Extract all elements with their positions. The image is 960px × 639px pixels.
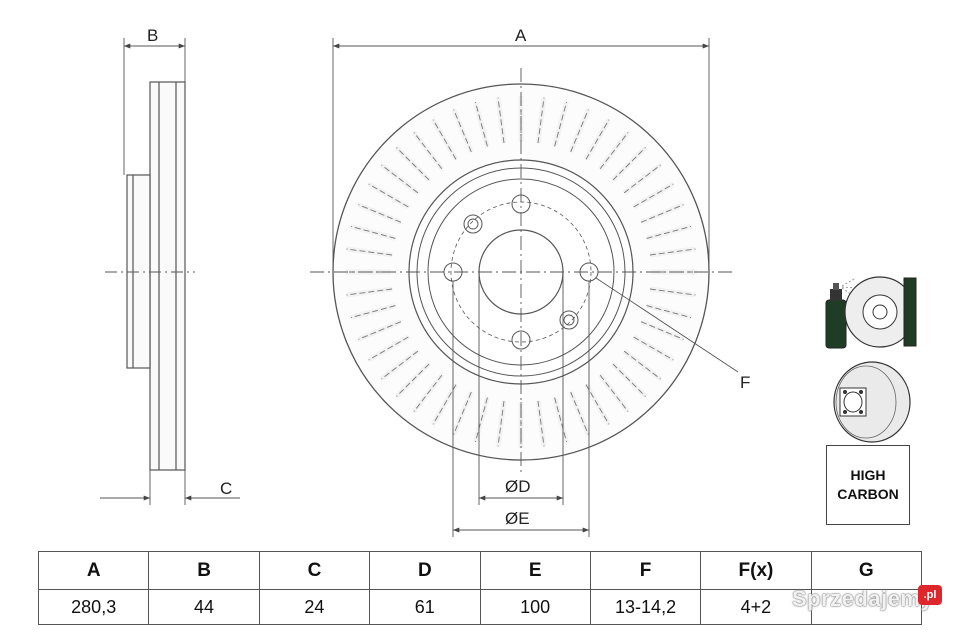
value-e: 100 — [479, 589, 591, 625]
vent-slot-outline — [381, 350, 419, 380]
vent-slot-outline — [640, 204, 684, 223]
vent-slot-outline — [350, 305, 396, 319]
value-b: 44 — [148, 589, 260, 625]
vent-slot-outline — [646, 225, 692, 239]
vent-slot-outline — [585, 119, 610, 160]
value-f: 13-14,2 — [589, 589, 702, 625]
vent-slot-outline — [497, 97, 505, 144]
vent-slot-outline — [570, 391, 589, 435]
header-e: E — [479, 551, 591, 590]
front-view — [310, 38, 739, 537]
vent-slot-outline — [432, 119, 457, 160]
vent-slot-outline — [599, 132, 629, 170]
vent-slot-outline — [640, 321, 684, 340]
dimension-label-b: B — [147, 26, 159, 45]
vent-slot-outline — [413, 132, 443, 170]
header-c: C — [258, 551, 371, 590]
vent-slot-outline — [396, 363, 430, 397]
specification-table: A B C D E F F(x) G 280,3 44 24 61 100 13… — [37, 551, 923, 625]
vent-slot-outline — [570, 109, 589, 153]
high-carbon-line1: HIGH — [850, 467, 886, 483]
vent-slot-outline — [633, 336, 674, 361]
vent-slot-outline — [623, 164, 661, 194]
vent-slot-outline — [396, 147, 430, 181]
dimension-label-c: C — [220, 479, 233, 498]
dimension-label-d: ØD — [505, 477, 531, 496]
vent-slot-outline — [474, 397, 488, 443]
table-value-row: 280,3 44 24 61 100 13-14,2 4+2 — [37, 589, 923, 625]
dimension-label-f: F — [740, 373, 751, 392]
vent-slot-outline — [381, 164, 419, 194]
vent-slot-outline — [646, 305, 692, 319]
vent-slot-outline — [554, 397, 568, 443]
table-header-row: A B C D E F F(x) G — [37, 551, 923, 590]
vent-slot-outline — [497, 400, 505, 447]
high-carbon-badge: HIGH CARBON — [826, 445, 910, 525]
vent-slot-outline — [453, 391, 472, 435]
dimension-label-e: ØE — [505, 509, 530, 528]
vent-slot-outline — [432, 384, 457, 425]
vent-slot-outline — [623, 350, 661, 380]
vent-slot-outline — [453, 109, 472, 153]
side-view — [100, 38, 240, 505]
high-carbon-line2: CARBON — [837, 486, 899, 502]
vent-slot-outline — [585, 384, 610, 425]
header-d: D — [369, 551, 481, 590]
vent-slot-outline — [612, 147, 646, 181]
brake-disc-technical-drawing — [100, 38, 917, 537]
dimension-label-a: A — [515, 26, 527, 45]
value-a: 280,3 — [37, 589, 150, 625]
vent-slot-outline — [649, 248, 696, 256]
vent-slot-outline — [413, 374, 443, 412]
vent-slot-outline — [537, 97, 545, 144]
header-b: B — [148, 551, 260, 590]
vent-slot-outline — [554, 101, 568, 147]
value-fx: 4+2 — [700, 589, 812, 625]
vent-slot-outline — [537, 400, 545, 447]
header-f: F — [589, 551, 702, 590]
header-g: G — [810, 551, 923, 590]
value-c: 24 — [258, 589, 371, 625]
value-g — [810, 589, 923, 625]
brake-disc-icon — [833, 361, 911, 443]
vent-slot-outline — [358, 204, 402, 223]
vent-slot-outline — [368, 336, 409, 361]
vent-slot-outline — [633, 183, 674, 208]
vent-slot-outline — [612, 363, 646, 397]
vent-slot-outline — [346, 248, 393, 256]
vent-slot-outline — [358, 321, 402, 340]
header-fx: F(x) — [700, 551, 812, 590]
watermark-logo: Sprzedajemy — [792, 586, 934, 611]
header-a: A — [37, 551, 150, 590]
value-d: 61 — [369, 589, 481, 625]
vent-slot-outline — [599, 374, 629, 412]
vent-slot-outline — [368, 183, 409, 208]
coating-spray-icon — [825, 276, 917, 349]
watermark-badge: .pl — [918, 585, 942, 605]
vent-slot-outline — [350, 225, 396, 239]
vent-slot-outline — [346, 288, 393, 296]
vent-slot-outline — [474, 101, 488, 147]
vent-slot-outline — [649, 288, 696, 296]
